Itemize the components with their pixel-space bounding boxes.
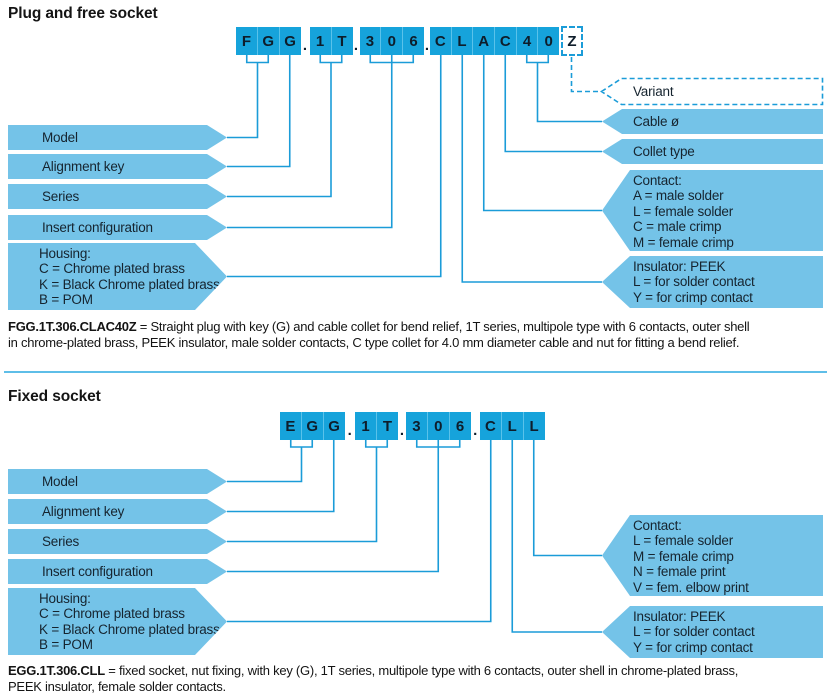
label-model: Model	[8, 469, 227, 494]
label-insulator: Insulator: PEEK L = for solder contact Y…	[602, 606, 823, 658]
variant-code-box: Z	[561, 26, 583, 56]
label-line: Housing:	[39, 590, 91, 606]
code-separator: .	[347, 422, 352, 439]
code-group-options: C L A C 4 0	[430, 27, 559, 55]
code-group-series: 1 T	[355, 412, 398, 440]
code-char: G	[278, 27, 301, 55]
code-separator: .	[399, 422, 405, 439]
label-line: C = Chrome plated brass	[39, 606, 185, 621]
code-char: A	[472, 27, 494, 55]
description-plug: FGG.1T.306.CLAC40Z = Straight plug with …	[8, 319, 826, 350]
label-series: Series	[8, 529, 227, 554]
code-char: 0	[426, 412, 449, 440]
label-contact: Contact: A = male solder L = female sold…	[602, 170, 823, 251]
label-line: V = fem. elbow print	[633, 579, 749, 595]
label-variant: Variant	[633, 84, 674, 99]
section-heading-plug: Plug and free socket	[8, 5, 158, 22]
code-char: L	[522, 412, 545, 440]
label-line: L = female solder	[633, 203, 734, 219]
code-char: 1	[315, 32, 325, 50]
code-char: T	[330, 27, 353, 55]
code-char: T	[376, 412, 398, 440]
label-collet-type: Collet type	[602, 139, 823, 164]
label-line: Y = for crimp contact	[633, 639, 753, 655]
code-separator: .	[473, 422, 478, 439]
label-line: K = Black Chrome plated brass	[39, 276, 220, 292]
part-number: EGG.1T.306.CLL	[8, 663, 105, 678]
code-char: 3	[365, 32, 375, 50]
label-insulator: Insulator: PEEK L = for solder contact Y…	[602, 256, 823, 308]
label-line: C = Chrome plated brass	[39, 261, 185, 276]
code-group-model-key: E G G	[280, 412, 345, 440]
code-separator: .	[424, 37, 430, 54]
code-group-model-key: F G G	[236, 27, 301, 55]
code-char: L	[450, 27, 473, 55]
code-char: C	[434, 32, 446, 50]
label-line: L = for solder contact	[633, 274, 755, 289]
label-line: N = female print	[633, 564, 726, 579]
label-line: M = female crimp	[633, 548, 734, 564]
label-insert-configuration: Insert configuration	[8, 215, 227, 240]
description-line: in chrome-plated brass, PEEK insulator, …	[8, 334, 740, 350]
code-group-insert: 3 0 6	[406, 412, 471, 440]
label-series: Series	[8, 184, 227, 209]
part-number: FGG.1T.306.CLAC40Z	[8, 319, 137, 334]
label-line: B = POM	[39, 637, 93, 652]
code-char: G	[300, 412, 323, 440]
label-cable-diameter: Cable ø	[602, 109, 823, 134]
label-line: B = POM	[39, 292, 93, 307]
variant-arrow-outline	[600, 77, 824, 106]
label-line: Housing:	[39, 245, 91, 261]
code-char: 4	[515, 27, 538, 55]
code-char: 0	[537, 27, 559, 55]
code-group-series: 1 T	[309, 27, 353, 55]
code-separator: .	[302, 37, 308, 54]
label-line: L = for solder contact	[633, 624, 755, 639]
code-separator: .	[353, 37, 359, 54]
label-line: Y = for crimp contact	[633, 289, 753, 305]
code-char: 6	[448, 412, 471, 440]
code-group-insert: 3 0 6	[359, 27, 424, 55]
label-alignment-key: Alignment key	[8, 154, 227, 179]
label-insert-configuration: Insert configuration	[8, 559, 227, 584]
label-housing: Housing: C = Chrome plated brass K = Bla…	[8, 588, 227, 655]
label-line: Insulator: PEEK	[633, 258, 726, 274]
label-alignment-key: Alignment key	[8, 499, 227, 524]
label-line: L = female solder	[633, 533, 734, 548]
description-fixed: EGG.1T.306.CLL = fixed socket, nut fixin…	[8, 663, 826, 694]
code-char: C	[484, 417, 496, 435]
label-line: C = male crimp	[633, 219, 722, 234]
code-char: 3	[412, 417, 421, 435]
description-line: EGG.1T.306.CLL = fixed socket, nut fixin…	[8, 663, 739, 678]
label-contact: Contact: L = female solder M = female cr…	[602, 515, 823, 596]
label-line: M = female crimp	[633, 234, 734, 250]
code-char: 6	[402, 27, 424, 55]
code-char: G	[256, 27, 279, 55]
code-group-options: C L L	[480, 412, 545, 440]
label-line: K = Black Chrome plated brass	[39, 621, 220, 637]
code-char: 1	[361, 417, 370, 435]
code-char: F	[241, 32, 251, 50]
code-char: G	[322, 412, 345, 440]
description-line: PEEK insulator, female solder contacts.	[8, 678, 226, 694]
label-housing: Housing: C = Chrome plated brass K = Bla…	[8, 243, 227, 310]
code-char: L	[500, 412, 523, 440]
label-line: A = male solder	[633, 188, 724, 203]
description-line: FGG.1T.306.CLAC40Z = Straight plug with …	[8, 319, 750, 334]
code-char: E	[285, 417, 296, 435]
section-heading-fixed: Fixed socket	[8, 388, 101, 405]
code-char: C	[494, 27, 516, 55]
label-line: Contact:	[633, 517, 682, 533]
label-line: Insulator: PEEK	[633, 608, 726, 624]
label-line: Contact:	[633, 172, 682, 188]
label-model: Model	[8, 125, 227, 150]
code-char: 0	[380, 27, 402, 55]
